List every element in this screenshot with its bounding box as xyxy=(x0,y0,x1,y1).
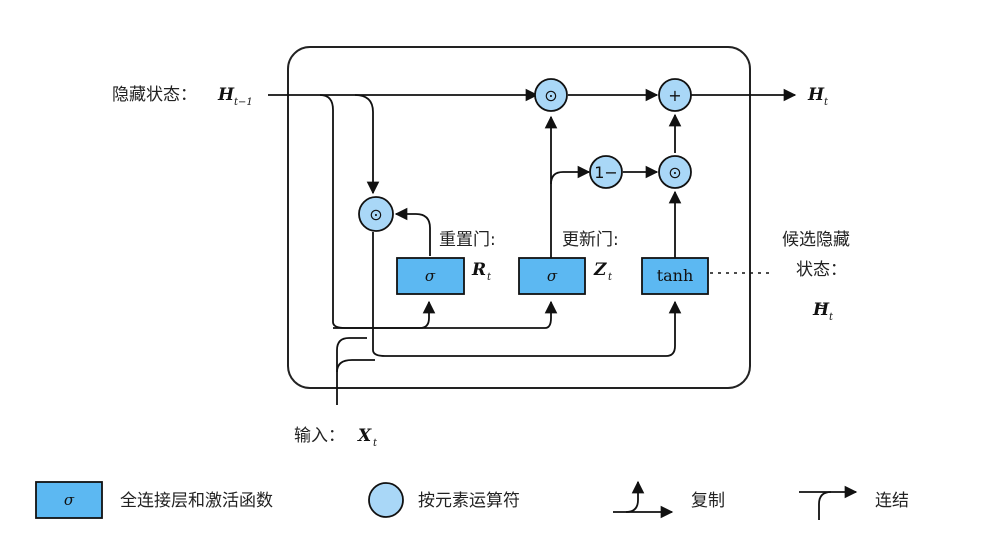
candidate-tilde: ~ xyxy=(815,298,827,314)
update-gate-box: σ xyxy=(518,257,586,295)
input-label: 输入： xyxy=(294,426,345,446)
input-sub: t xyxy=(373,438,378,449)
svg-text:σ: σ xyxy=(64,491,75,509)
legend-op-label: 按元素运算符 xyxy=(418,491,520,511)
hadamard-op-reset: ⊙ xyxy=(358,196,394,232)
reset-var: R xyxy=(471,260,486,280)
svg-text:σ: σ xyxy=(547,267,558,285)
svg-text:1−: 1− xyxy=(594,163,618,182)
legend-fc-box: σ xyxy=(35,481,103,519)
legend: σ 全连接层和激活函数 按元素运算符 复制 连结 xyxy=(35,480,909,520)
update-sub: t xyxy=(608,272,613,283)
hidden-prev-var: H xyxy=(217,85,235,105)
tanh-box: tanh xyxy=(641,257,709,295)
update-var: Z xyxy=(593,260,607,280)
plus-op: + xyxy=(658,78,692,112)
reset-sub: t xyxy=(487,272,492,283)
update-gate-label: 更新门: xyxy=(562,230,619,250)
input-var: X xyxy=(357,426,372,446)
output-var: H xyxy=(807,85,825,105)
hadamard-op-candidate: ⊙ xyxy=(658,155,692,189)
legend-concat-label: 连结 xyxy=(875,491,909,511)
candidate-label-line1: 候选隐藏 xyxy=(782,230,850,250)
svg-text:⊙: ⊙ xyxy=(369,205,382,224)
hidden-prev-sub: t−1 xyxy=(234,97,253,108)
legend-copy-label: 复制 xyxy=(691,491,725,511)
reset-gate-label: 重置门: xyxy=(439,230,496,250)
reset-gate-box: σ xyxy=(396,257,465,295)
hadamard-op-top: ⊙ xyxy=(534,78,568,112)
svg-text:σ: σ xyxy=(425,267,436,285)
output-sub: t xyxy=(824,97,829,108)
svg-text:⊙: ⊙ xyxy=(544,86,557,105)
candidate-label-line2: 状态： xyxy=(796,260,847,280)
hidden-state-label: 隐藏状态： xyxy=(112,85,197,105)
legend-op-circle xyxy=(368,482,404,518)
gru-cell-frame xyxy=(287,46,751,389)
svg-text:+: + xyxy=(668,86,681,105)
legend-concat-icon xyxy=(799,485,858,520)
candidate-var: H xyxy=(812,300,830,320)
wires xyxy=(268,88,797,405)
one-minus-op: 1− xyxy=(589,155,623,189)
legend-fc-label: 全连接层和激活函数 xyxy=(120,491,273,511)
svg-text:tanh: tanh xyxy=(657,266,694,285)
legend-copy-icon xyxy=(613,480,674,519)
svg-text:⊙: ⊙ xyxy=(668,163,681,182)
candidate-sub: t xyxy=(829,312,834,323)
